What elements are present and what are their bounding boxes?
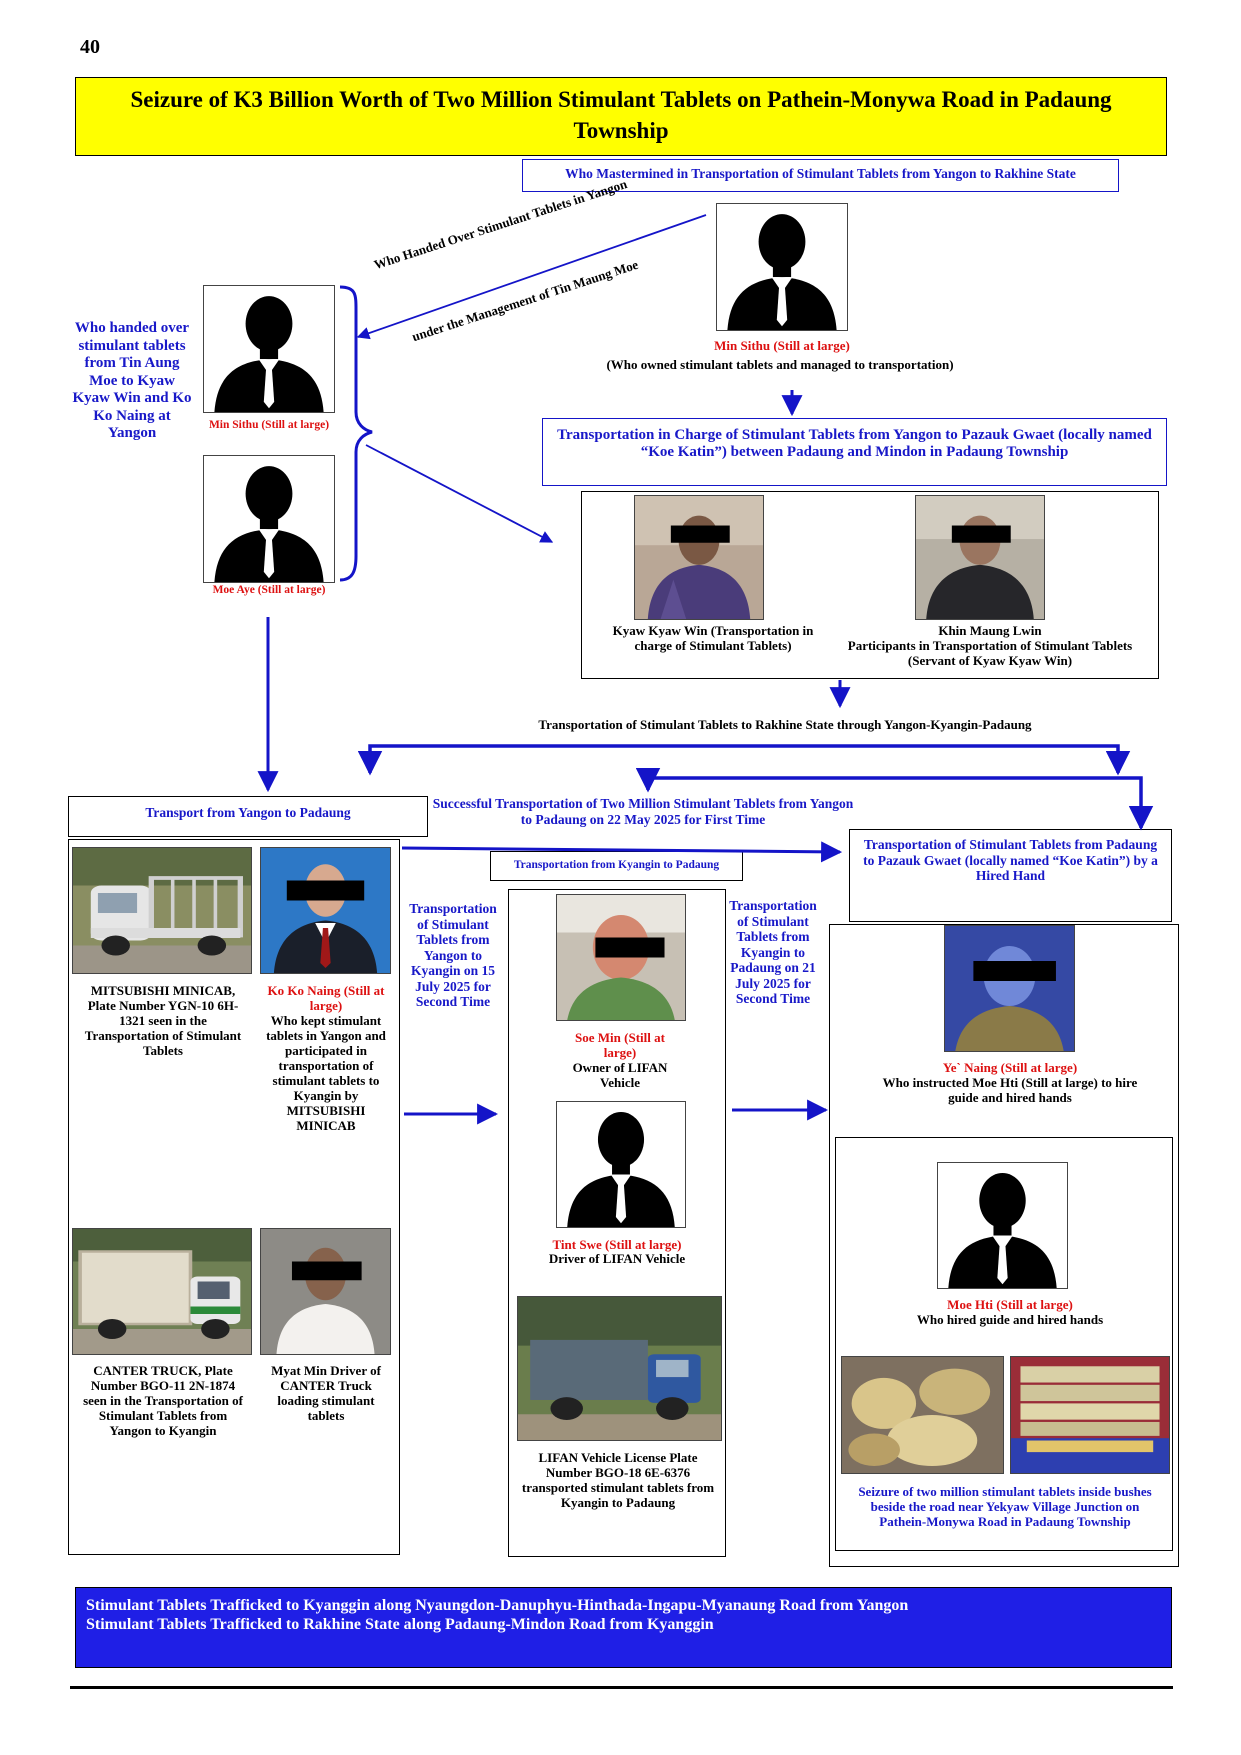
lifan-vehicle-caption: LIFAN Vehicle License Plate Number BGO-1… [521,1450,715,1510]
ye-naing-desc: Who instructed Moe Hti (Still at large) … [882,1075,1138,1105]
soe-min-desc: Owner of LIFAN Vehicle [572,1060,668,1090]
myat-min-photo [260,1228,391,1355]
page-title: Seizure of K3 Billion Worth of Two Milli… [75,77,1167,156]
minicab-photo [72,847,252,974]
mastermind-header-text: Who Mastermined in Transportation of Sti… [565,166,1076,181]
page-title-text: Seizure of K3 Billion Worth of Two Milli… [130,87,1112,143]
seizure-photo-1 [841,1356,1004,1474]
moe-hti-photo [937,1162,1068,1289]
handover-person1-name: Min Sithu (Still at large) [208,419,330,431]
ko-ko-naing-name: Ko Ko Naing (Still at large) [267,983,385,1013]
footer-banner: Stimulant Tablets Trafficked to Kyanggin… [75,1587,1172,1668]
ko-ko-naing-photo [260,847,391,974]
second-time-padaung-label: Transportation of Stimulant Tablets from… [729,898,817,1006]
khin-maung-lwin-desc: Participants in Transportation of Stimul… [847,638,1133,668]
mastermind-name: Min Sithu (Still at large) [714,338,850,353]
mastermind-header: Who Mastermined in Transportation of Sti… [522,159,1119,192]
transport-charge-header: Transportation in Charge of Stimulant Ta… [542,418,1167,486]
tint-swe-name: Tint Swe (Still at large) [552,1237,682,1252]
khin-maung-lwin-name: Khin Maung Lwin [938,623,1042,638]
yangon-padaung-header: Transport from Yangon to Padaung [68,796,428,837]
mastermind-desc: (Who owned stimulant tablets and managed… [606,357,954,372]
canter-truck-caption: CANTER TRUCK, Plate Number BGO-11 2N-187… [83,1363,243,1438]
moe-hti-name: Moe Hti (Still at large) [947,1297,1073,1312]
handover-person2-name: Moe Aye (Still at large) [212,584,326,596]
soe-min-name: Soe Min (Still at large) [575,1030,665,1060]
bottom-rule [70,1686,1173,1689]
tint-swe-photo [556,1101,686,1228]
ko-ko-naing-desc: Who kept stimulant tablets in Yangon and… [266,1013,386,1133]
handover-person2-photo [203,455,335,583]
moe-hti-desc: Who hired guide and hired hands [916,1312,1104,1327]
second-time-kyangin-label: Transportation of Stimulant Tablets from… [409,901,497,1009]
page-number: 40 [80,36,100,58]
kyaw-kyaw-win-caption: Kyaw Kyaw Win (Transportation in charge … [612,623,814,653]
minicab-caption: MITSUBISHI MINICAB, Plate Number YGN-10 … [84,983,242,1058]
seizure-caption: Seizure of two million stimulant tablets… [858,1484,1152,1529]
handover-person1-photo [203,285,335,413]
myat-min-caption: Myat Min Driver of CANTER Truck loading … [271,1363,381,1423]
padaung-pazauk-header: Transportation of Stimulant Tablets from… [849,829,1172,922]
transport-charge-header-text: Transportation in Charge of Stimulant Ta… [557,427,1152,460]
kyangin-padaung-header-text: Transportation from Kyangin to Padaung [513,859,720,871]
tint-swe-desc: Driver of LIFAN Vehicle [548,1251,686,1266]
ye-naing-name: Ye` Naing (Still at large) [942,1060,1078,1075]
padaung-pazauk-header-text: Transportation of Stimulant Tablets from… [863,837,1158,883]
yangon-padaung-header-text: Transport from Yangon to Padaung [145,805,351,820]
canter-truck-photo [72,1228,252,1355]
kyangin-padaung-header: Transportation from Kyangin to Padaung [490,851,743,881]
kyaw-kyaw-win-photo [634,495,764,620]
first-time-label: Successful Transportation of Two Million… [432,796,854,827]
handover-side-label: Who handed over stimulant tablets from T… [72,320,192,441]
lifan-vehicle-photo [517,1296,722,1441]
soe-min-photo [556,894,686,1021]
khin-maung-lwin-photo [915,495,1045,620]
mastermind-photo [716,203,848,331]
footer-line-1: Stimulant Tablets Trafficked to Kyanggin… [86,1597,909,1614]
ye-naing-photo [944,925,1075,1052]
route-label: Transportation of Stimulant Tablets to R… [538,717,1032,732]
seizure-photo-2 [1010,1356,1170,1474]
footer-line-2: Stimulant Tablets Trafficked to Rakhine … [86,1616,714,1633]
